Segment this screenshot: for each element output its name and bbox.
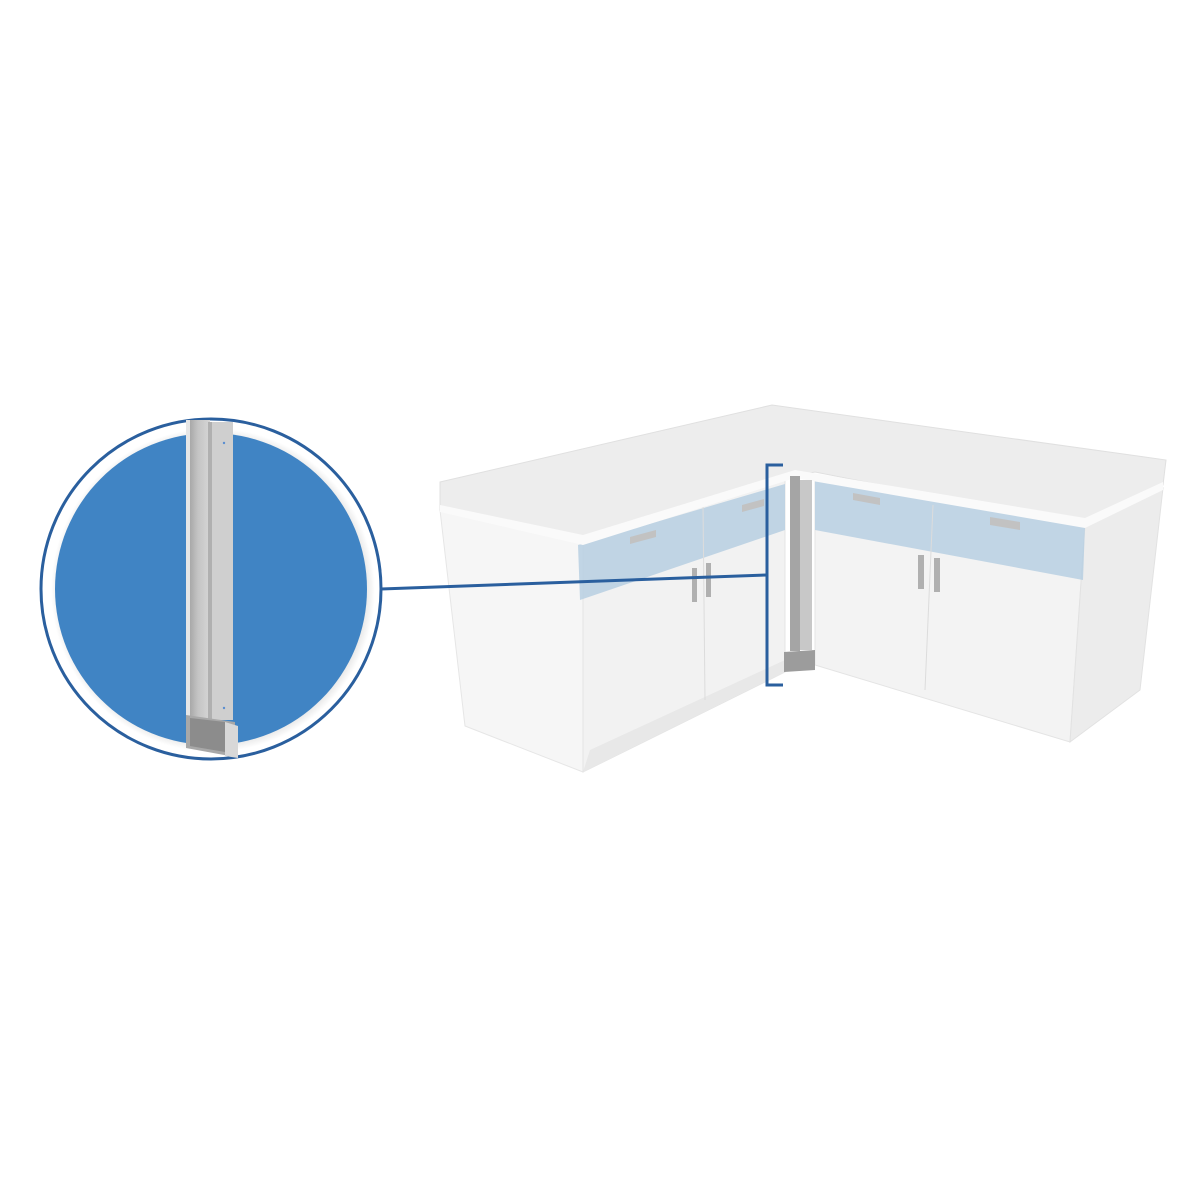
toe-kick-left <box>583 660 785 772</box>
handle-drawer <box>742 499 764 512</box>
handle-drawer <box>990 517 1020 530</box>
door-divider-right <box>924 504 934 691</box>
door-handle <box>918 555 924 589</box>
door-handle <box>706 563 711 597</box>
drawer-band-left <box>578 484 785 600</box>
cabinet-left-side <box>439 509 584 773</box>
handle-drawer <box>853 493 880 505</box>
corner-post <box>784 476 815 672</box>
bracket <box>765 463 783 687</box>
detail-magnifier <box>39 417 383 761</box>
door-divider-left <box>702 504 706 701</box>
corner-post-detail <box>186 420 238 758</box>
countertop-edge <box>440 470 1163 545</box>
l-shaped-cabinet <box>439 404 1167 773</box>
drawer-band-right <box>815 478 1085 580</box>
door-handle <box>934 558 940 592</box>
leader-line <box>380 573 768 591</box>
callout <box>380 463 783 687</box>
handle-drawer <box>630 530 656 544</box>
door-handle <box>692 568 697 602</box>
